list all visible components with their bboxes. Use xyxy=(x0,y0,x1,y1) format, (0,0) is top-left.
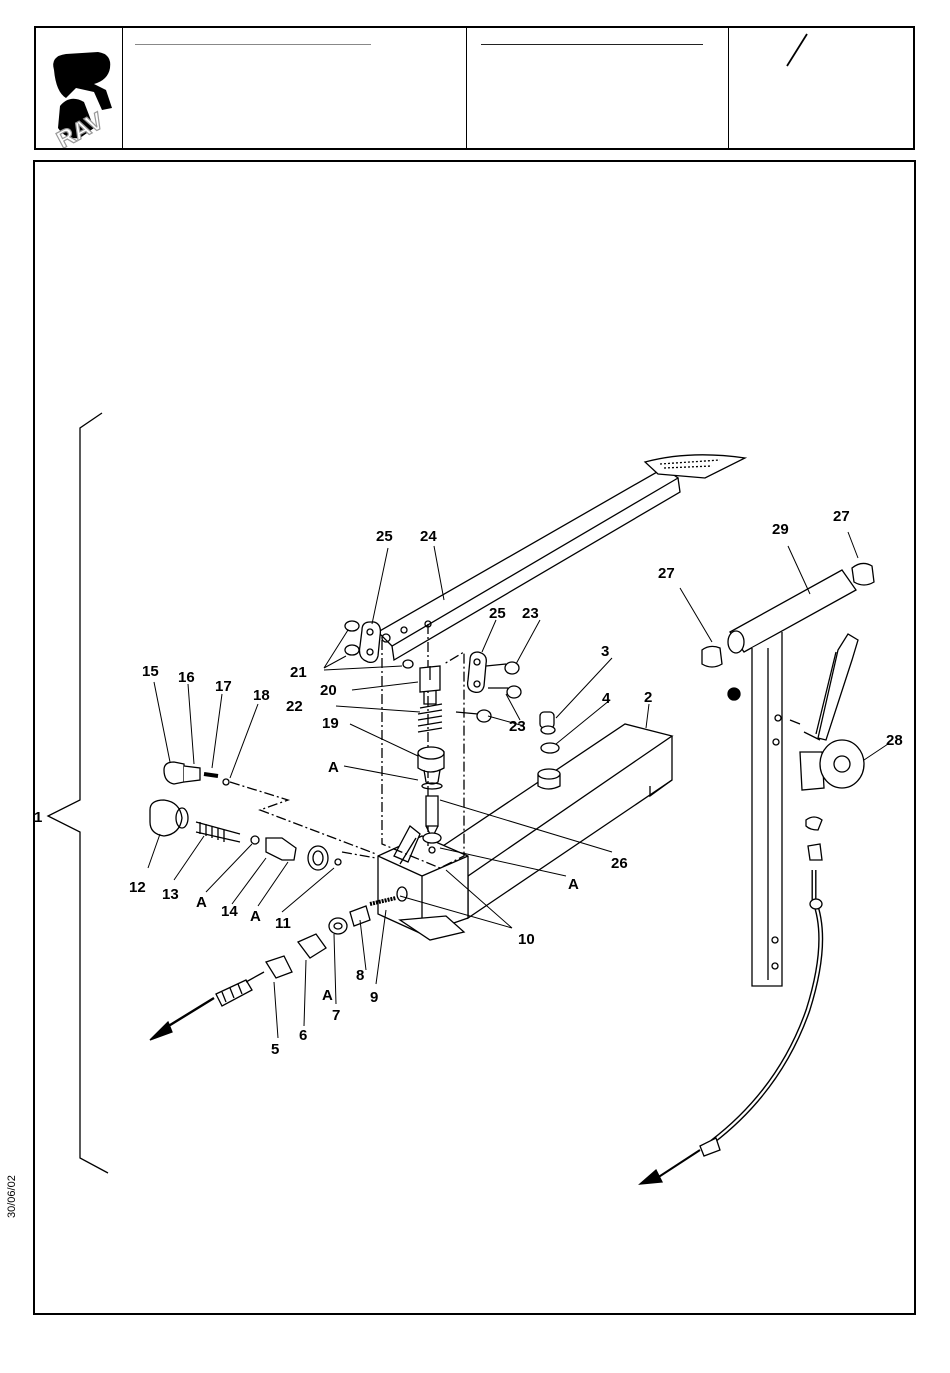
washer-11 xyxy=(308,846,328,870)
label-8: 8 xyxy=(356,967,364,984)
label-4: 4 xyxy=(602,690,611,707)
output-arrow-left xyxy=(150,1022,172,1040)
fitting-6 xyxy=(298,934,326,958)
control-lever xyxy=(818,634,858,740)
label-23b: 23 xyxy=(509,718,526,735)
label-21: 21 xyxy=(290,664,307,681)
label-a2: A xyxy=(568,876,579,893)
label-a3: A xyxy=(196,894,207,911)
label-5: 5 xyxy=(271,1041,279,1058)
label-10: 10 xyxy=(518,931,535,948)
label-15: 15 xyxy=(142,663,159,680)
washer-4 xyxy=(541,743,559,753)
piston-rod xyxy=(426,796,438,826)
label-17: 17 xyxy=(215,678,232,695)
fitting-5 xyxy=(266,956,292,978)
label-a5: A xyxy=(322,987,333,1004)
link-plate-right xyxy=(468,652,487,692)
label-11: 11 xyxy=(275,915,291,932)
sleeve-27-left xyxy=(702,646,722,667)
label-13: 13 xyxy=(162,886,179,903)
label-a1: A xyxy=(328,759,339,776)
label-26: 26 xyxy=(611,855,628,872)
label-12: 12 xyxy=(129,879,146,896)
lever-hub xyxy=(820,740,864,788)
group-brace xyxy=(48,413,108,1173)
label-a4: A xyxy=(250,908,261,925)
label-19: 19 xyxy=(322,715,339,732)
valve-cap-15 xyxy=(164,762,184,784)
label-27b: 27 xyxy=(833,508,850,525)
washer-7 xyxy=(329,918,347,934)
label-1: 1 xyxy=(34,809,42,826)
label-16: 16 xyxy=(178,669,195,686)
t-handle-shaft xyxy=(752,632,782,986)
label-20: 20 xyxy=(320,682,337,699)
label-18: 18 xyxy=(253,687,270,704)
label-23a: 23 xyxy=(522,605,539,622)
hose-end xyxy=(216,980,252,1006)
label-25a: 25 xyxy=(376,528,393,545)
label-22: 22 xyxy=(286,698,303,715)
nut-10 xyxy=(397,887,407,901)
spring xyxy=(418,704,442,732)
label-24: 24 xyxy=(420,528,437,545)
label-9: 9 xyxy=(370,989,378,1006)
label-27a: 27 xyxy=(658,565,675,582)
t-handle-bar xyxy=(730,570,856,652)
output-arrow-right xyxy=(640,1170,662,1184)
label-2: 2 xyxy=(644,689,652,706)
sleeve-27-right xyxy=(852,563,874,585)
label-14: 14 xyxy=(221,903,238,920)
label-25b: 25 xyxy=(489,605,506,622)
pedal-pad xyxy=(645,455,745,478)
label-28: 28 xyxy=(886,732,903,749)
knob-12 xyxy=(150,800,182,836)
label-6: 6 xyxy=(299,1027,307,1044)
label-7: 7 xyxy=(332,1007,340,1024)
label-3: 3 xyxy=(601,643,609,660)
link-plate-left xyxy=(360,622,381,662)
label-29: 29 xyxy=(772,521,789,538)
fitting-14 xyxy=(266,838,296,860)
